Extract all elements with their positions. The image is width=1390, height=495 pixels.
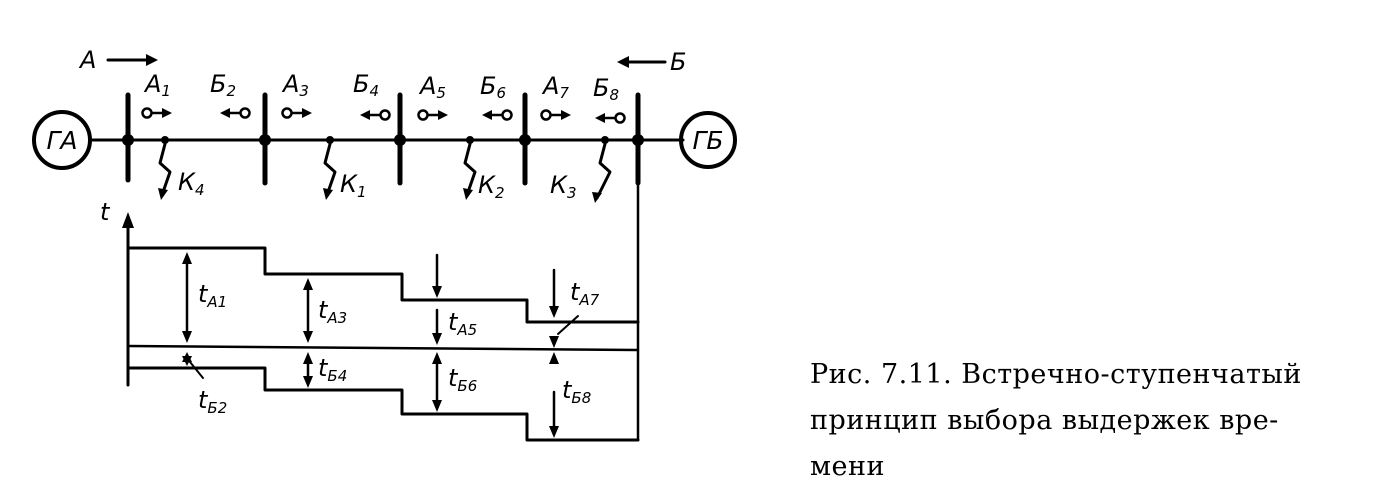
fault-point bbox=[601, 136, 609, 144]
fault-point bbox=[326, 136, 334, 144]
delay-label: tА1 bbox=[198, 280, 227, 311]
protection-label: А1 bbox=[143, 70, 171, 100]
fault-arrow bbox=[463, 142, 477, 197]
node bbox=[394, 134, 406, 146]
protection-label: Б8 bbox=[593, 74, 619, 104]
generator-right bbox=[679, 111, 737, 169]
caption-line: Рис. 7.11. Встречно-ступенчатый bbox=[810, 359, 1302, 390]
relay-symbol-b2 bbox=[239, 107, 251, 119]
fault-arrow bbox=[158, 142, 172, 197]
direction-label-b: Б bbox=[670, 48, 686, 76]
protection-diagram: А Б ГА ГБ А1 Б2 А3 Б4 А5 Б6 А7 Б8 К4 К1 … bbox=[32, 46, 737, 442]
relay-symbol-a5 bbox=[417, 109, 429, 121]
caption-line: принцип выбора выдержек вре- bbox=[810, 405, 1279, 436]
fault-label: К3 bbox=[550, 171, 577, 202]
node bbox=[122, 134, 134, 146]
relay-symbol-b4 bbox=[379, 109, 391, 121]
node bbox=[632, 134, 644, 146]
delay-label: tБ4 bbox=[318, 354, 347, 385]
relay-symbol-a3 bbox=[281, 107, 293, 119]
protection-label: А7 bbox=[541, 72, 569, 102]
protection-label: А5 bbox=[418, 72, 446, 102]
relay-symbol-b6 bbox=[501, 109, 513, 121]
protection-label: Б4 bbox=[353, 70, 379, 100]
relay-symbol-b8 bbox=[614, 112, 626, 124]
protection-label: Б6 bbox=[480, 72, 506, 102]
fault-label: К1 bbox=[340, 170, 367, 201]
delay-label: tА5 bbox=[448, 308, 477, 339]
fault-label: К2 bbox=[478, 171, 505, 202]
protection-label: А3 bbox=[281, 70, 309, 100]
generator-right-label: ГБ bbox=[692, 126, 723, 155]
fault-arrow bbox=[323, 142, 337, 197]
protection-label: Б2 bbox=[210, 70, 236, 100]
fault-point bbox=[161, 136, 169, 144]
caption-line: мени bbox=[810, 451, 885, 482]
time-axis-label: t bbox=[100, 198, 111, 226]
step-curve-b bbox=[126, 366, 640, 442]
fault-label: К4 bbox=[178, 168, 205, 199]
step-curve-a bbox=[126, 246, 640, 324]
generator-left bbox=[32, 110, 92, 170]
relay-symbol-a7 bbox=[540, 109, 552, 121]
relay-symbol-a1 bbox=[141, 107, 153, 119]
node bbox=[519, 134, 531, 146]
delay-label: tБ8 bbox=[562, 376, 591, 407]
direction-label-a: А bbox=[78, 46, 96, 74]
delay-label: tА7 bbox=[570, 278, 600, 309]
reference-line bbox=[126, 344, 640, 352]
delay-label: tА3 bbox=[318, 296, 347, 327]
delay-label: tБ2 bbox=[198, 386, 227, 417]
figure-caption: Рис. 7.11. Встречно-ступенчатый принцип … bbox=[810, 352, 1350, 490]
fault-arrow bbox=[595, 142, 612, 200]
delay-label: tБ6 bbox=[448, 364, 477, 395]
node bbox=[259, 134, 271, 146]
generator-left-label: ГА bbox=[46, 126, 77, 155]
fault-point bbox=[466, 136, 474, 144]
